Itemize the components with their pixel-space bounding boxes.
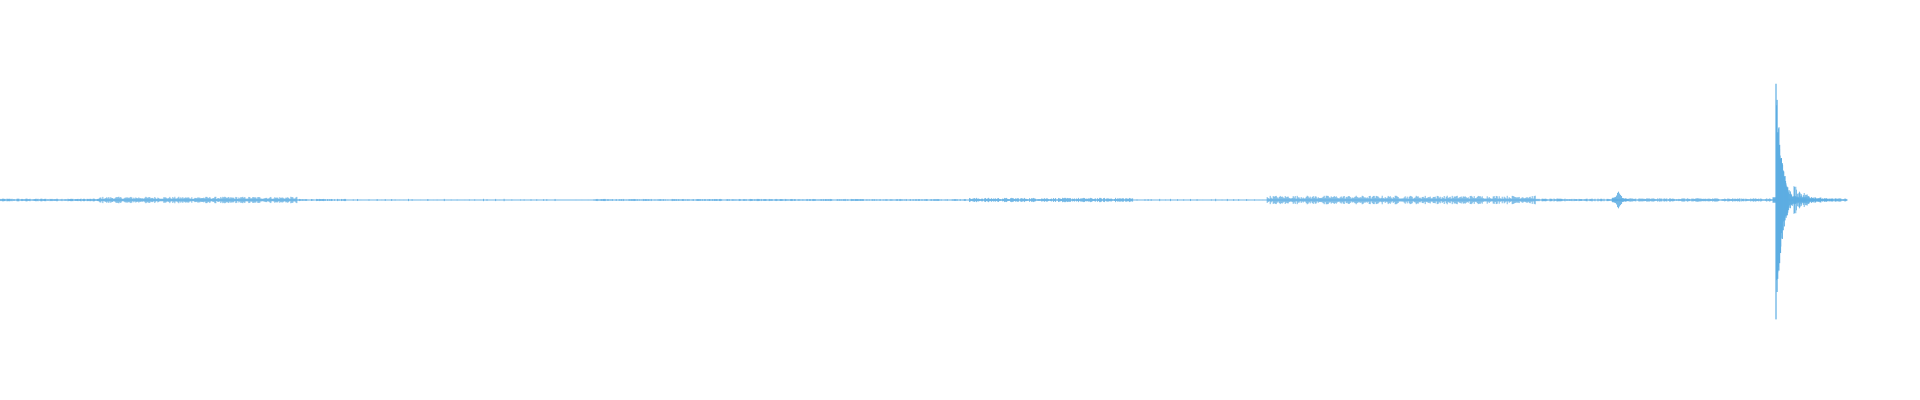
waveform-trace: [0, 83, 1848, 320]
